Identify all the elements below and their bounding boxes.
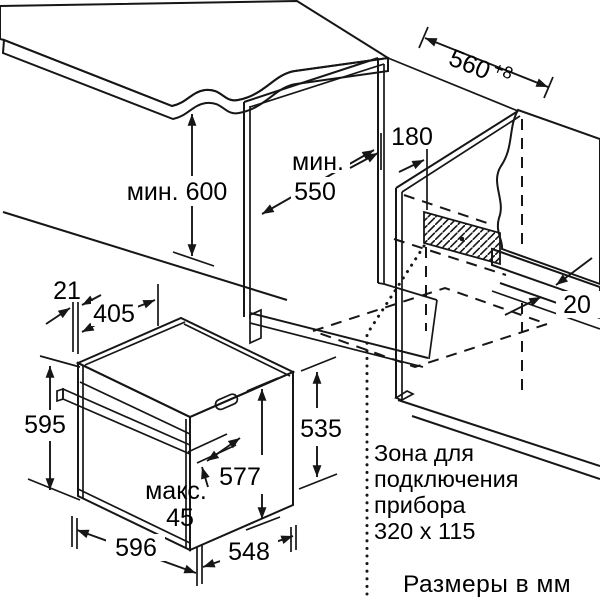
dim-20-label: 20 — [563, 291, 591, 319]
floor-edge-1 — [397, 399, 600, 467]
dimension-zone-offset: 180 — [349, 123, 437, 210]
dimension-wall-gap: 20 — [504, 257, 600, 319]
dimension-oven-body-height: 577 — [212, 377, 281, 531]
dim-535-label: 535 — [300, 415, 342, 443]
zone-note-line1: Зона для — [374, 440, 474, 466]
oven-isometric — [56, 316, 296, 552]
control-panel-line — [79, 381, 191, 435]
panel-end-cap — [249, 308, 262, 345]
dim-max45-value: 45 — [166, 504, 194, 532]
zone-center-mark — [459, 236, 465, 242]
zone-note-line2: подключения — [374, 466, 519, 492]
dimension-oven-front-height: 595 — [19, 355, 81, 501]
rear-wall — [309, 108, 600, 598]
dim-min600-label: мин. 600 — [127, 178, 228, 206]
floor-line-left — [2, 211, 288, 301]
dim-405-label: 405 — [93, 300, 135, 328]
dim-21-label: 21 — [53, 277, 81, 305]
floor-projection-dashed — [309, 286, 551, 369]
dim-min550-prefix: мин. — [292, 148, 344, 176]
niche-shelf — [249, 312, 429, 359]
dim-596-label: 596 — [115, 534, 157, 562]
dim-560-tolerance: +8 — [491, 58, 516, 83]
dimension-oven-width: 596 — [71, 516, 203, 586]
countertop — [0, 0, 519, 121]
dim-180-label: 180 — [391, 123, 433, 151]
dimension-counter-width: 560+8 — [418, 26, 554, 99]
connection-zone-note: Зона для подключения прибора 320 x 115 — [374, 440, 519, 544]
dimension-oven-side-height: 535 — [294, 356, 347, 490]
niche-cabinet — [2, 57, 438, 368]
dim-max45-prefix: макс. — [145, 477, 207, 505]
units-note: Размеры в мм — [403, 571, 571, 598]
zone-note-line4: 320 x 115 — [374, 518, 475, 544]
dimension-niche-height: мин. 600 — [127, 114, 228, 267]
dim-595-label: 595 — [24, 411, 66, 439]
dimension-front-frame: 21 405 — [45, 277, 159, 354]
side-grip-cutout — [214, 393, 239, 411]
dimension-oven-depth: 548 — [202, 525, 297, 568]
zone-note-line3: прибора — [374, 492, 467, 518]
dim-577-label: 577 — [219, 463, 261, 491]
dim-min550-value: 550 — [294, 178, 336, 206]
floor-edge-2 — [411, 415, 600, 480]
dimension-niche-depth: мин. 550 — [261, 147, 375, 215]
wall-torn-section — [496, 108, 600, 286]
oven-side-face — [189, 370, 294, 552]
dim-548-label: 548 — [228, 538, 270, 566]
oven-handle — [62, 387, 191, 456]
dimension-handle-max: макс. 45 — [145, 437, 241, 532]
dim-560-label: 560 — [445, 44, 494, 85]
